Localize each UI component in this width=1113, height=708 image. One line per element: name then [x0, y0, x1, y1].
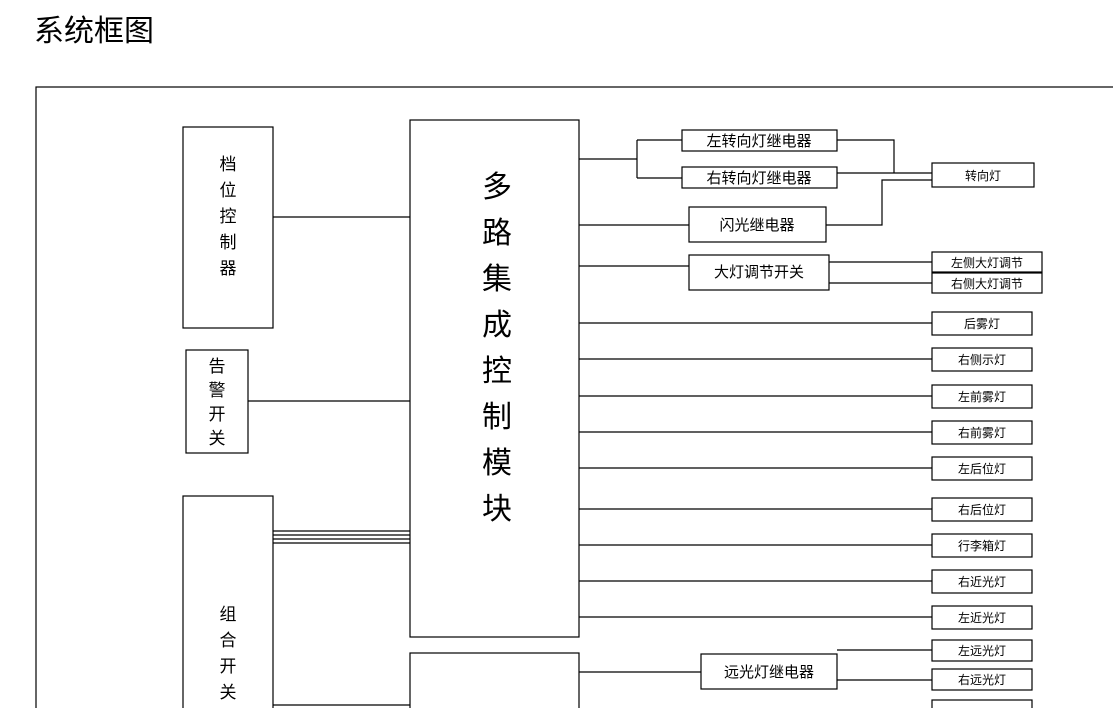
combo-switch-box: [182, 495, 274, 708]
left-low-label: 左近光灯: [958, 610, 1006, 625]
combo-switch-char: 关: [220, 683, 237, 703]
main-control-module-box: [409, 119, 580, 638]
main-module-char: 制: [482, 400, 512, 435]
turn-lamp-label: 转向灯: [965, 168, 1001, 183]
right-high-label: 右远光灯: [958, 672, 1006, 687]
left-headlight-adjust-box: [931, 251, 1043, 273]
right-rear-box: [931, 497, 1033, 522]
right-low-label: 右近光灯: [958, 574, 1006, 589]
left-rear-box: [931, 456, 1033, 481]
right-front-fog-box: [931, 420, 1033, 445]
right-turn-relay-label: 右转向灯继电器: [706, 169, 811, 187]
right-mid-label: 右侧示灯: [958, 352, 1006, 367]
gear-controller-box: [182, 126, 274, 329]
right-headlight-adjust-label: 右侧大灯调节: [951, 276, 1023, 291]
main-module-char: 成: [482, 308, 512, 343]
right-rear-label: 右后位灯: [958, 502, 1006, 517]
left-rear-label: 左后位灯: [958, 461, 1006, 476]
high-beam-relay-label: 远光灯继电器: [724, 663, 814, 681]
main-module-char: 路: [482, 216, 512, 251]
warning-switch-char: 开: [209, 405, 226, 425]
trunk-box: [931, 533, 1033, 558]
warning-switch-char: 告: [209, 357, 226, 377]
trunk-label: 行李箱灯: [958, 538, 1006, 553]
rear-fog-box: [931, 311, 1033, 336]
lower-module-box: [409, 652, 580, 708]
left-high-label: 左远光灯: [958, 643, 1006, 658]
main-module-char: 多: [482, 170, 512, 205]
combo-switch-char: 组: [220, 605, 237, 625]
right-high-box: [931, 668, 1033, 691]
warning-switch-char: 警: [209, 381, 226, 401]
right-mid-box: [931, 347, 1033, 372]
flash-relay-label: 闪光继电器: [719, 216, 794, 234]
main-module-char: 集: [482, 262, 512, 297]
main-module-char: 块: [482, 492, 512, 527]
right-turn-relay-box: [681, 166, 838, 189]
headlight-adjust-switch-label: 大灯调节开关: [714, 263, 804, 281]
left-headlight-adjust-label: 左侧大灯调节: [951, 255, 1023, 270]
gear-controller-char: 控: [220, 207, 237, 227]
left-front-fog-box: [931, 384, 1033, 409]
flash-relay-box: [688, 206, 827, 243]
connector-flash-to-lamp: [826, 179, 932, 226]
gear-controller-char: 位: [220, 181, 237, 201]
combo-switch-char: 开: [220, 657, 237, 677]
right-front-fog-label: 右前雾灯: [958, 425, 1006, 440]
right-headlight-adjust-box: [931, 272, 1043, 294]
combo-switch-char: 合: [220, 631, 237, 651]
warning-switch-box: [185, 349, 249, 454]
partial-output-box: [931, 699, 1033, 708]
diagram-frame: [35, 86, 1113, 708]
high-beam-relay-box: [700, 653, 838, 690]
warning-switch-char: 关: [209, 429, 226, 449]
right-low-box: [931, 569, 1033, 594]
rear-fog-label: 后雾灯: [964, 317, 1000, 331]
gear-controller-char: 器: [220, 259, 237, 279]
gear-controller-char: 制: [220, 233, 237, 253]
left-high-box: [931, 639, 1033, 662]
left-turn-relay-label: 左转向灯继电器: [706, 132, 811, 150]
left-low-box: [931, 605, 1033, 630]
main-module-char: 控: [482, 354, 512, 389]
headlight-adjust-switch-box: [688, 254, 830, 291]
gear-controller-char: 档: [220, 155, 237, 175]
turn-lamp-box: [931, 162, 1035, 188]
page-title: 系统框图: [34, 14, 154, 49]
main-module-char: 模: [482, 446, 512, 481]
connector-left-turn-to-lamp: [837, 139, 895, 173]
left-front-fog-label: 左前雾灯: [958, 389, 1006, 404]
